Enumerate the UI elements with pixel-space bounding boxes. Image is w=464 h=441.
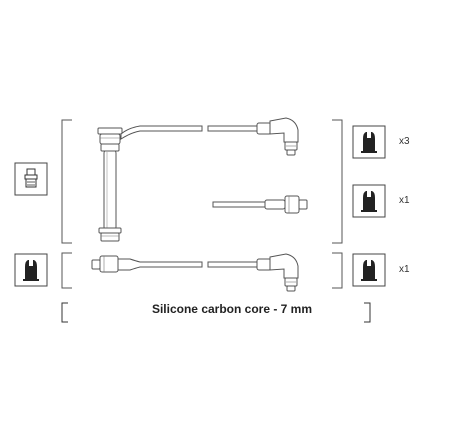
left-bracket-top bbox=[61, 119, 72, 244]
right-bracket-top bbox=[332, 119, 343, 244]
right-bracket-bottom bbox=[332, 252, 343, 289]
cable-x1-middle bbox=[212, 195, 308, 214]
core-spec-caption: Silicone carbon core - 7 mm bbox=[151, 302, 313, 316]
spark-plug-boot-icon bbox=[352, 253, 386, 287]
coil-lead-cable bbox=[97, 125, 203, 242]
spark-plug-boot-icon bbox=[352, 125, 386, 159]
cable-x1-bottom bbox=[91, 253, 299, 292]
quantity-label-bottom: x1 bbox=[399, 264, 410, 275]
caption-bracket-right bbox=[364, 302, 371, 323]
quantity-label-middle: x1 bbox=[399, 195, 410, 206]
spark-plug-boot-icon bbox=[352, 184, 386, 218]
cable-x3-right bbox=[207, 117, 299, 156]
quantity-label-top: x3 bbox=[399, 136, 410, 147]
coil-connector-icon bbox=[14, 162, 48, 196]
caption-bracket-left bbox=[61, 302, 68, 323]
spark-plug-boot-icon bbox=[14, 253, 48, 287]
left-bracket-bottom bbox=[61, 252, 72, 289]
